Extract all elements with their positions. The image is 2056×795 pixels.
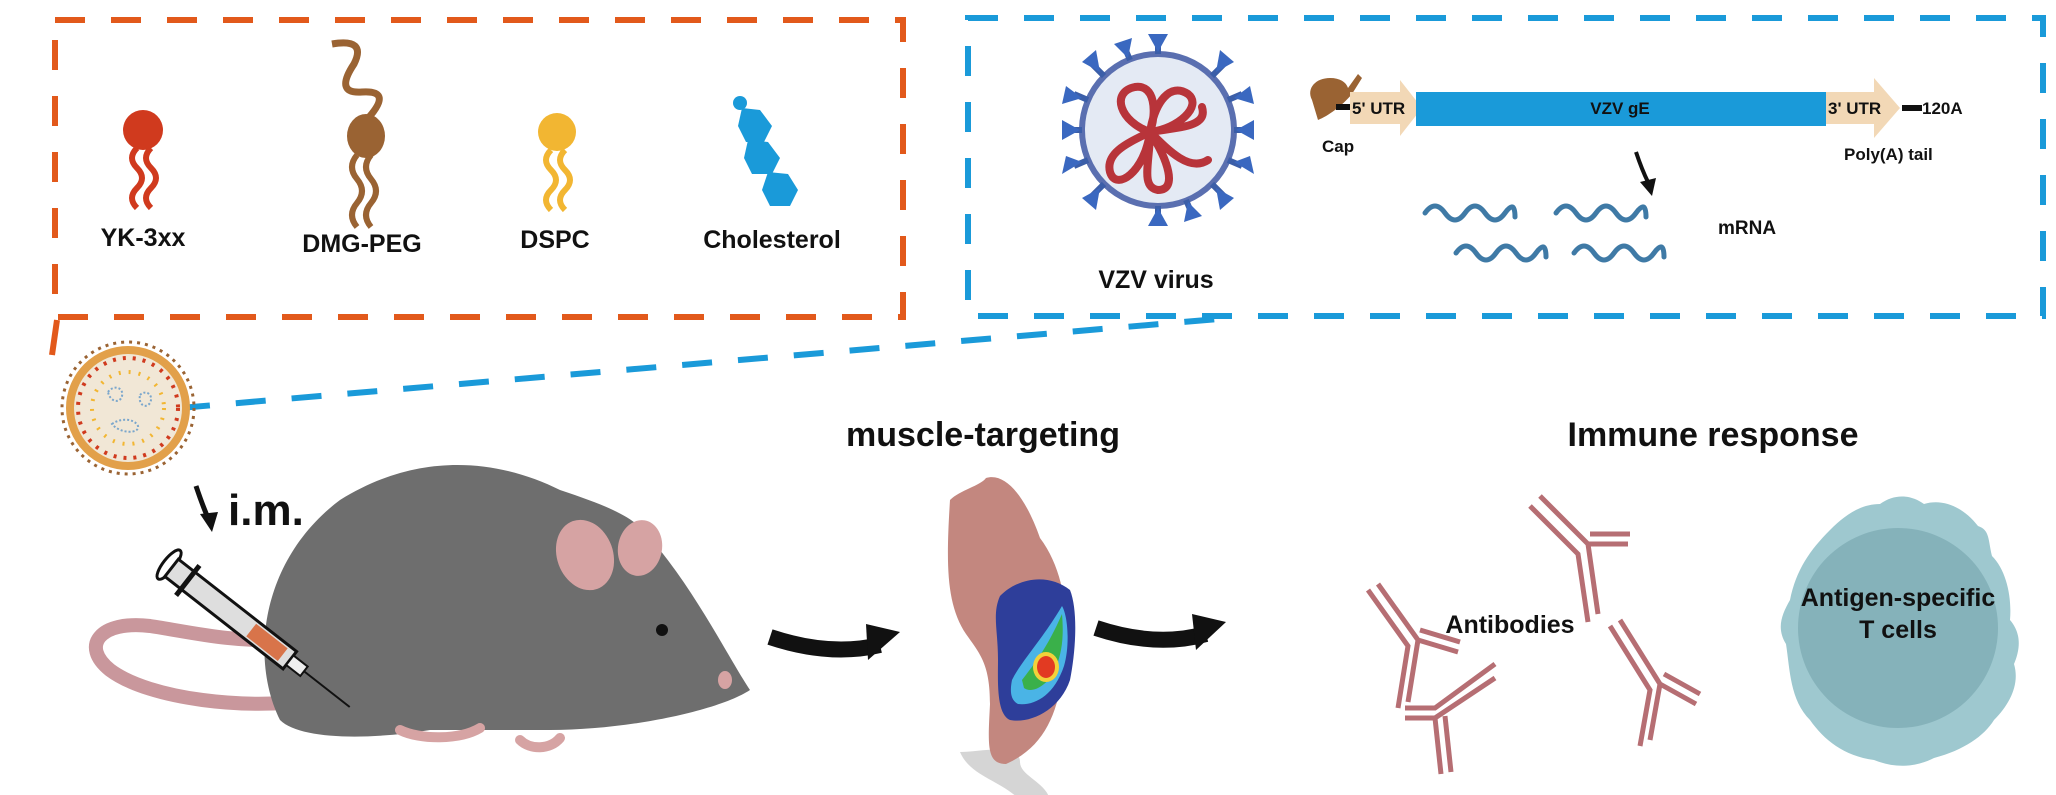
- lipid-label-cholesterol: Cholesterol: [703, 226, 841, 254]
- mrna-construct: [1310, 74, 1922, 138]
- utr3-label: 3' UTR: [1828, 99, 1881, 118]
- ionizable-lipid-icon: [123, 110, 163, 211]
- lipid-label-yk3xx: YK-3xx: [101, 224, 186, 252]
- t-cell-label-line2: T cells: [1859, 616, 1937, 644]
- muscle-biodistribution-icon: [947, 477, 1076, 795]
- right-arrow-icon: [767, 624, 900, 660]
- polya-length-label: 120A: [1922, 99, 1963, 118]
- utr3-segment: [1826, 78, 1900, 138]
- t-cell-icon: [1780, 496, 2019, 766]
- injection-arrow-icon: [193, 485, 218, 532]
- cap-label: Cap: [1322, 137, 1354, 156]
- antibody-icon: [1528, 494, 1630, 623]
- lipid-panel-connector: [49, 319, 60, 356]
- t-cell-label-line1: Antigen-specific: [1801, 584, 1996, 612]
- mrna-panel-border: [965, 15, 2046, 319]
- lipid-components-panel: YK-3xx DMG-PEG DSPC Cholesterol: [49, 17, 906, 356]
- orf-label: VZV gE: [1590, 99, 1650, 118]
- vzv-virus-label: VZV virus: [1098, 266, 1213, 294]
- cap-icon: [1310, 74, 1362, 120]
- utr5-segment: [1350, 80, 1422, 136]
- muscle-targeting-title: muscle-targeting: [846, 416, 1120, 454]
- peg-lipid-icon: [331, 39, 385, 229]
- vzv-ge-orf: [1416, 92, 1826, 126]
- antibody-icon: [1405, 661, 1497, 775]
- antibodies-label: Antibodies: [1445, 611, 1574, 639]
- helper-lipid-icon: [538, 113, 576, 213]
- antibody-icon: [1365, 582, 1461, 709]
- route-label: i.m.: [228, 486, 304, 535]
- vzv-virus-icon: [1062, 34, 1254, 226]
- antibody-icons: [1365, 494, 1702, 775]
- immune-response-title: Immune response: [1568, 416, 1859, 454]
- syringe-icon: [155, 548, 351, 708]
- polya-tail-label: Poly(A) tail: [1844, 145, 1933, 164]
- utr5-label: 5' UTR: [1352, 99, 1405, 118]
- lipid-nanoparticle-icon: [60, 340, 196, 476]
- cholesterol-icon: [733, 96, 798, 206]
- right-arrow-icon: [1093, 614, 1226, 650]
- lipid-label-dmg-peg: DMG-PEG: [302, 230, 421, 258]
- mrna-antigen-panel: VZV virus 5' UTR VZV gE 3' UTR 120A Cap …: [179, 15, 2046, 411]
- mrna-label: mRNA: [1718, 218, 1776, 239]
- lipid-label-dspc: DSPC: [520, 226, 589, 254]
- mrna-strands-icon: [1422, 203, 1667, 263]
- antibody-icon: [1607, 618, 1702, 747]
- down-arrow-icon: [1634, 151, 1656, 196]
- mouse-icon: [88, 465, 750, 753]
- mrna-panel-connector: [179, 315, 1231, 411]
- lipid-panel-border: [52, 17, 906, 320]
